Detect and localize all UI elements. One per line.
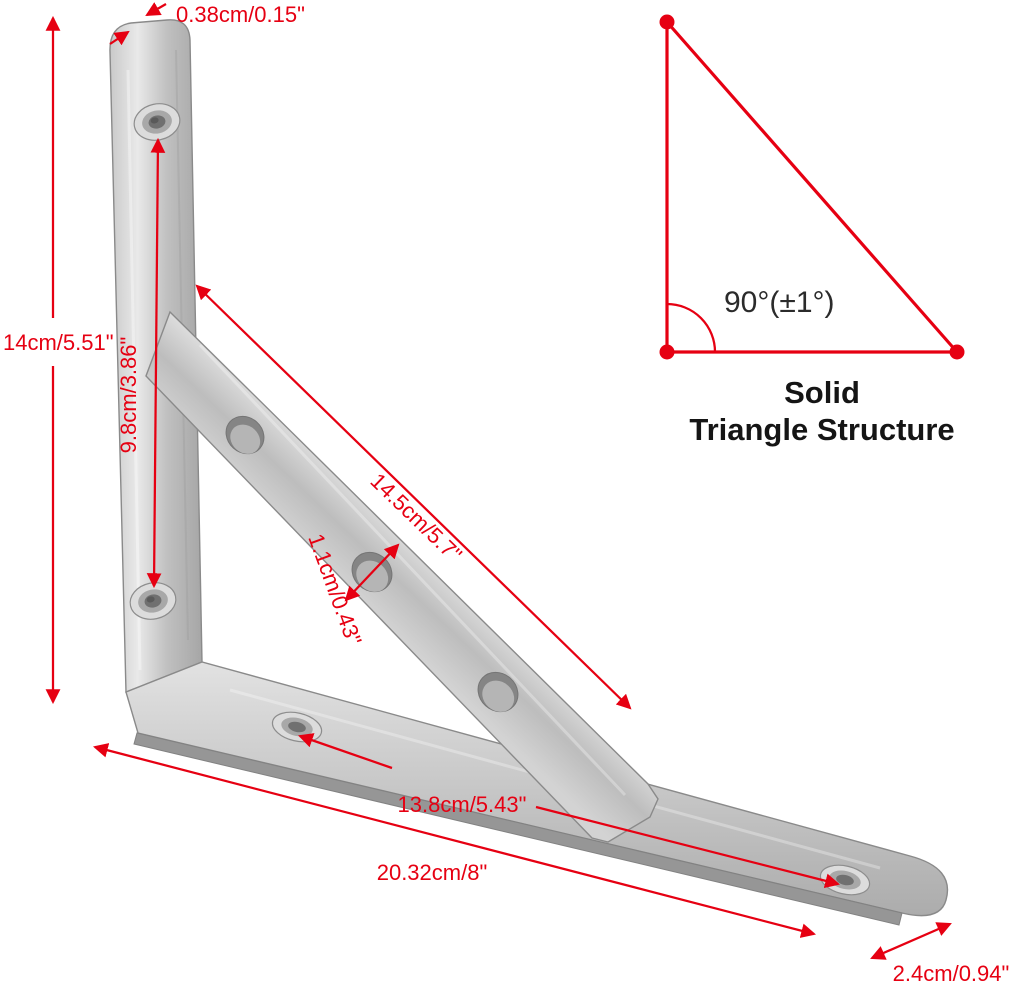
dim-label-arm-width: 2.4cm/0.94": [893, 961, 1010, 986]
dim-label-hole-spacing-vertical: 9.8cm/3.86": [116, 337, 141, 454]
bracket-illustration: [109, 19, 949, 926]
dim-label-hole-spacing-horizontal: 13.8cm/5.43": [398, 792, 527, 817]
dim-thickness: 0.38cm/0.15": [109, 2, 305, 46]
angle-label: 90°(±1°): [724, 286, 835, 319]
right-angle-arc: [666, 302, 717, 353]
dim-height: 14cm/5.51": [3, 15, 114, 705]
triangle-diagram: 90°(±1°) Solid Triangle Structure: [659, 14, 965, 447]
dim-label-height: 14cm/5.51": [3, 330, 114, 355]
triangle-vertex-dot: [659, 14, 675, 30]
triangle-vertex-dot: [659, 344, 675, 360]
dim-total-length: 20.32cm/8": [92, 743, 817, 938]
screw-hole-vertical-bottom: [129, 582, 177, 620]
triangle-caption-line1: Solid: [784, 375, 860, 410]
screw-hole-vertical-top: [133, 103, 181, 141]
dim-label-total-length: 20.32cm/8": [377, 860, 488, 885]
triangle-vertex-dot: [949, 344, 965, 360]
vertical-arm-brush-line: [126, 69, 142, 671]
triangle-side-hypotenuse: [665, 20, 959, 354]
dim-label-thickness: 0.38cm/0.15": [176, 2, 305, 27]
dim-hole-spacing-vertical: 9.8cm/3.86": [116, 137, 166, 589]
triangle-caption-line2: Triangle Structure: [689, 412, 954, 447]
dim-arm-width: 2.4cm/0.94": [870, 922, 1010, 986]
